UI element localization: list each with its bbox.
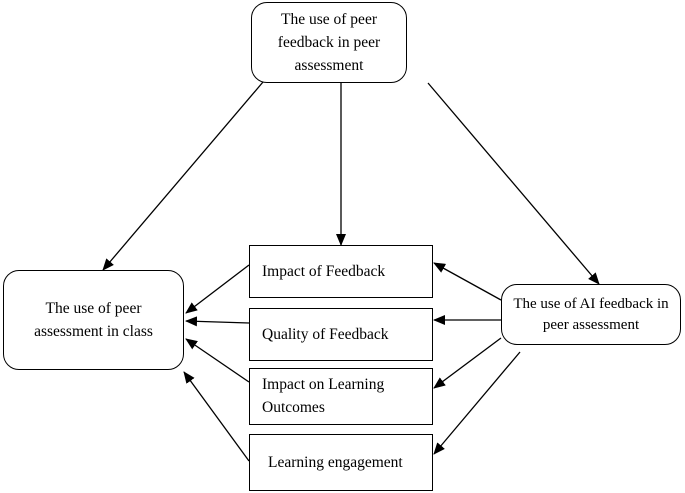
node-peer-feedback: The use of peer feedback in peer assessm… (251, 2, 407, 83)
node-peer-assessment-in-class: The use of peer assessment in class (3, 270, 184, 370)
node-impact-of-feedback: Impact of Feedback (249, 245, 433, 298)
arrow-impact-of-feedback-to-left (185, 264, 250, 314)
arrow-right-to-impact-of-feedback (433, 262, 502, 301)
arrow-right-to-learning-engagement (433, 351, 521, 455)
arrow-quality-of-feedback-to-left (185, 316, 250, 327)
arrow-top-to-left (102, 81, 264, 271)
node-ai-feedback: The use of AI feedback in peer assessmen… (501, 284, 681, 345)
node-quality-of-feedback: Quality of Feedback (249, 308, 433, 361)
node-learning-engagement-label: Learning engagement (268, 453, 403, 471)
arrow-learning-engagement-to-left (183, 371, 250, 462)
node-peer-feedback-label: The use of peer feedback in peer assessm… (277, 10, 381, 75)
node-learning-engagement: Learning engagement (249, 434, 433, 491)
node-impact-on-learning-outcomes: Impact on Learning Outcomes (249, 368, 433, 425)
node-peer-assessment-in-class-label: The use of peer assessment in class (34, 299, 153, 340)
node-quality-of-feedback-label: Quality of Feedback (262, 325, 389, 343)
arrow-impact-on-learning-outcomes-to-left (185, 338, 250, 383)
node-ai-feedback-label: The use of AI feedback in peer assessmen… (513, 295, 669, 333)
arrow-right-to-impact-on-learning-outcomes (433, 337, 502, 389)
node-impact-of-feedback-label: Impact of Feedback (262, 262, 386, 280)
node-impact-on-learning-outcomes-label: Impact on Learning Outcomes (262, 376, 385, 416)
arrow-top-to-right (427, 82, 600, 285)
